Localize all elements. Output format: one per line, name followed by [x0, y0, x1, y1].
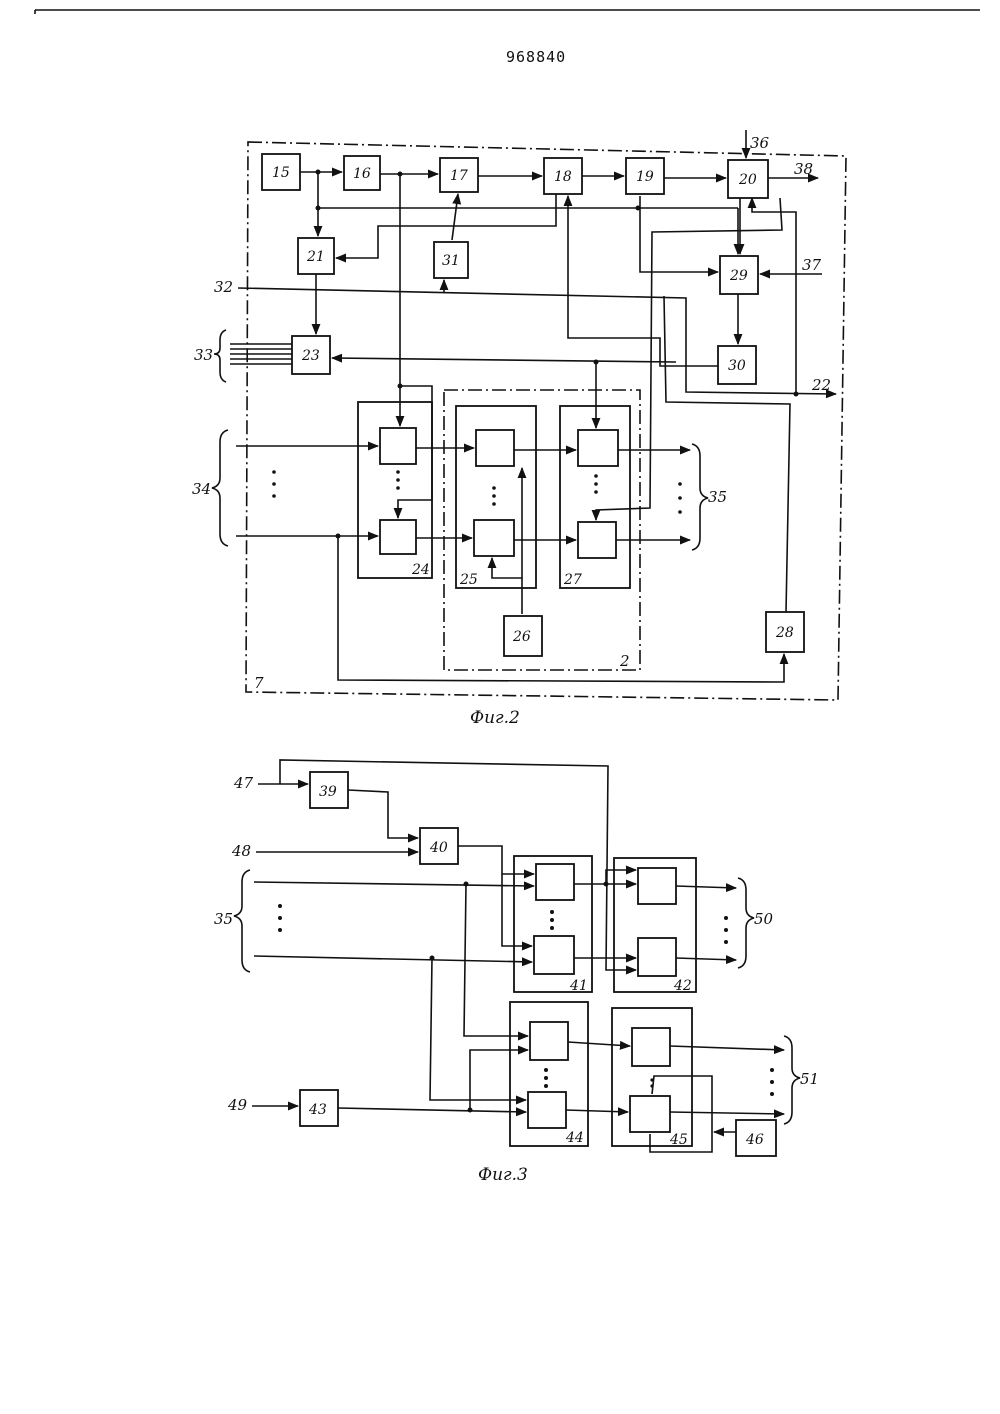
signal-22-label: 22	[811, 376, 831, 394]
group-25-cell-top	[476, 430, 514, 466]
signal-50-label: 50	[754, 910, 774, 928]
block-23-label: 23	[301, 348, 320, 364]
group-44-cell-top	[530, 1022, 568, 1060]
brace-35	[692, 444, 708, 550]
block-29-label: 29	[729, 268, 748, 284]
signal-35-fig3-label: 35	[214, 910, 233, 928]
block-43-label: 43	[308, 1102, 327, 1118]
group-45-cell-bottom	[630, 1096, 670, 1132]
fig2-frame-label: 7	[254, 674, 264, 692]
block-20-label: 20	[738, 172, 757, 188]
brace-51	[784, 1036, 800, 1124]
signal-51-label: 51	[800, 1070, 819, 1088]
group-44-label: 44	[565, 1130, 584, 1146]
patent-number: 968840	[506, 48, 566, 66]
fig2-ellipsis-dots	[272, 470, 682, 514]
fig3-ellipsis-dots	[278, 904, 774, 1096]
group-42-cell-top	[638, 868, 676, 904]
brace-33	[214, 330, 226, 382]
group-25-label: 25	[459, 572, 478, 588]
group-45-label: 45	[669, 1132, 688, 1148]
block-26-label: 26	[512, 629, 531, 645]
signal-32-label: 32	[214, 278, 233, 296]
group-41-label: 41	[569, 978, 588, 994]
group-41-cell-top	[536, 864, 574, 900]
signal-34-label: 34	[192, 480, 211, 498]
block-19-label: 19	[636, 169, 654, 185]
group-42-cell-bottom	[638, 938, 676, 976]
block-30-label: 30	[728, 358, 746, 374]
group-25-cell-bottom	[474, 520, 514, 556]
figure-2: 7 2 15 16 17 18 19 20 21 31 29 23 30 26 …	[192, 130, 846, 728]
block-15-label: 15	[272, 165, 290, 181]
block-39-label: 39	[319, 784, 337, 800]
block-18-label: 18	[554, 169, 572, 185]
signal-47-label: 47	[233, 774, 254, 792]
signal-35-label: 35	[708, 488, 727, 506]
signal-36-label: 36	[750, 134, 770, 152]
brace-34	[212, 430, 228, 546]
block-16-label: 16	[353, 166, 371, 182]
group-44-cell-bottom	[528, 1092, 566, 1128]
fig2-sub-frame-label: 2	[619, 652, 630, 670]
brace-50	[738, 878, 754, 968]
signal-49-label: 49	[227, 1096, 248, 1114]
group-24-cell-bottom	[380, 520, 416, 554]
group-45-cell-top	[632, 1028, 670, 1066]
block-31-label: 31	[442, 253, 460, 269]
block-21-label: 21	[306, 249, 325, 265]
fig3-caption: Фиг.3	[478, 1165, 528, 1185]
signal-33-label: 33	[194, 346, 213, 364]
group-41-cell-bottom	[534, 936, 574, 974]
figure-3: 39 40 43 46 41 42 44 45	[214, 760, 819, 1185]
group-42-label: 42	[673, 978, 692, 994]
block-28-label: 28	[775, 625, 794, 641]
block-40-label: 40	[429, 840, 448, 856]
group-27-label: 27	[563, 572, 582, 588]
signal-37-label: 37	[802, 256, 822, 274]
group-24-cell-top	[380, 428, 416, 464]
group-27-cell-top	[578, 430, 618, 466]
fig2-caption: Фиг.2	[470, 708, 520, 728]
group-27-cell-bottom	[578, 522, 616, 558]
signal-38-label: 38	[794, 160, 813, 178]
signal-48-label: 48	[231, 842, 251, 860]
brace-35-fig3	[234, 870, 250, 972]
block-46-label: 46	[745, 1132, 764, 1148]
group-24-label: 24	[411, 562, 430, 578]
block-17-label: 17	[450, 168, 468, 184]
